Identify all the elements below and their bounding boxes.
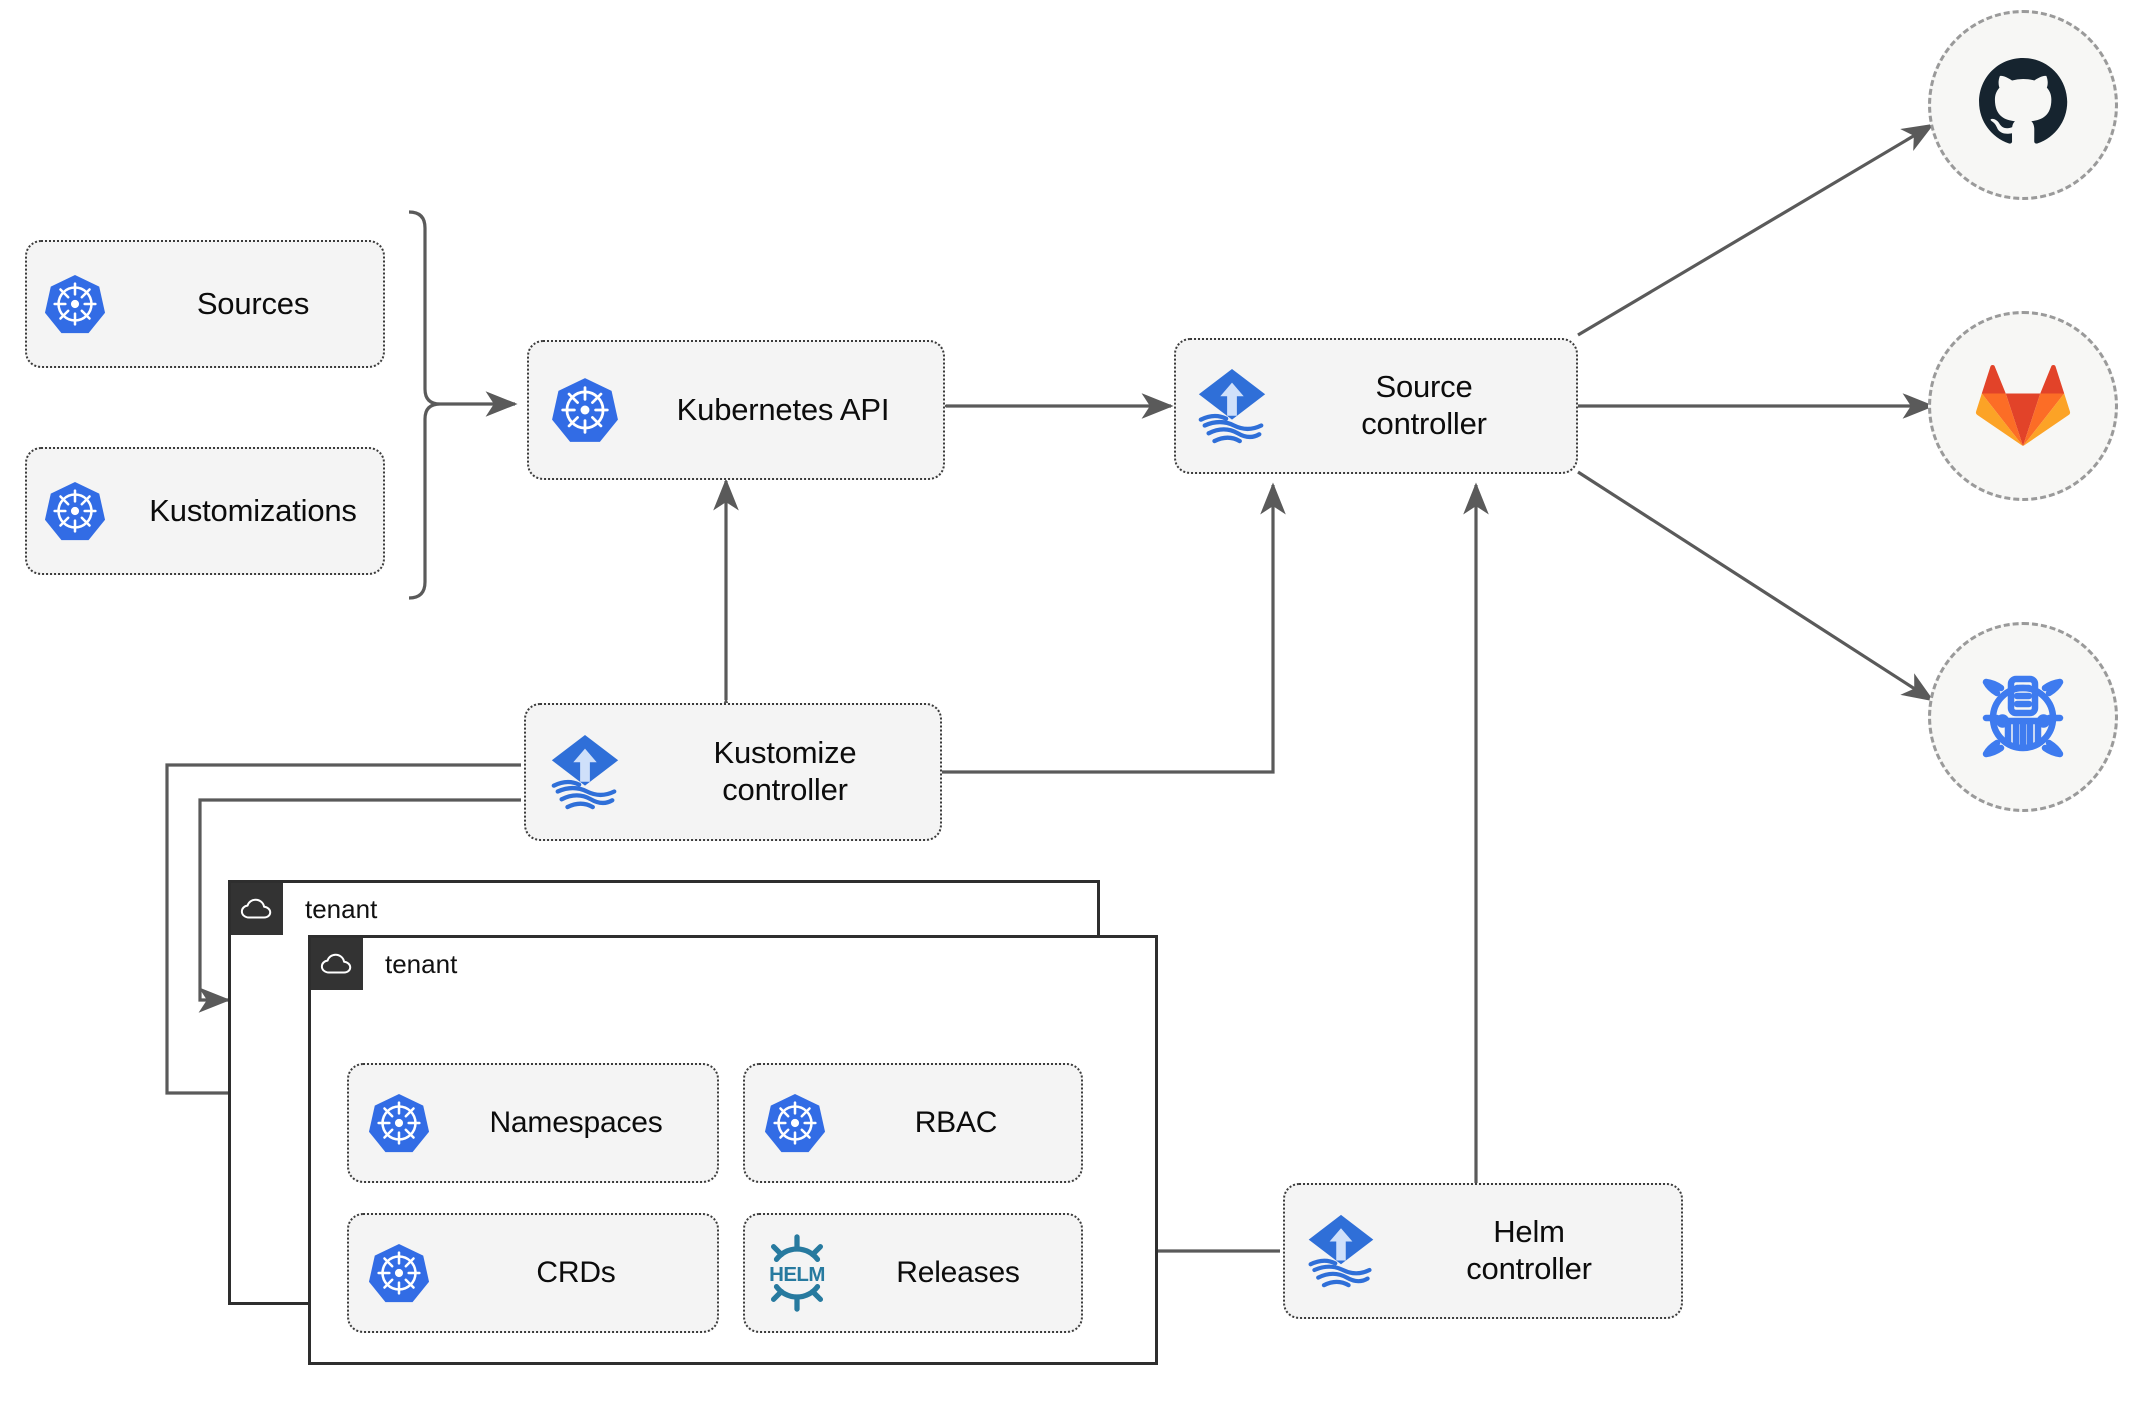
node-crds-label: CRDs [536, 1256, 616, 1290]
tenant-title-bar: tenant [311, 938, 457, 990]
brace-sources-kustomizations [408, 210, 441, 600]
node-releases-label: Releases [896, 1256, 1020, 1290]
tenant-name-back: tenant [305, 893, 378, 924]
svg-text:HELM: HELM [769, 1263, 825, 1286]
edge-source-controller-to-github [1577, 123, 1935, 337]
node-kustomize-controller-label: Kustomize controller [713, 735, 857, 807]
kubernetes-icon [27, 479, 123, 543]
node-helm-controller-label: Helm controller [1466, 1214, 1592, 1286]
node-namespaces[interactable]: Namespaces [347, 1063, 719, 1183]
node-kustomize-controller[interactable]: Kustomize controller [524, 703, 942, 841]
node-rbac-label: RBAC [914, 1106, 998, 1140]
node-helm-controller[interactable]: Helm controller [1283, 1183, 1683, 1319]
flux-icon [1285, 1211, 1397, 1291]
kubernetes-icon [745, 1091, 845, 1155]
edge-source-controller-to-bucket [1577, 470, 1935, 702]
flux-icon [1176, 365, 1288, 447]
provider-bucket[interactable] [1928, 622, 2118, 812]
node-sources-label: Sources [196, 285, 310, 321]
kubernetes-icon [529, 375, 641, 445]
kubernetes-icon [349, 1241, 449, 1305]
kubernetes-icon [27, 272, 123, 336]
node-kubernetes-api-label: Kubernetes API [676, 391, 890, 427]
node-kustomizations-label: Kustomizations [149, 492, 357, 528]
gitlab-icon [1975, 358, 2071, 455]
node-sources[interactable]: Sources [25, 240, 385, 368]
node-releases[interactable]: HELM Releases [743, 1213, 1083, 1333]
kubernetes-icon [349, 1091, 449, 1155]
node-source-controller[interactable]: Source controller [1174, 338, 1578, 474]
github-icon [1976, 56, 2070, 155]
node-kubernetes-api[interactable]: Kubernetes API [527, 340, 945, 480]
cloud-icon [231, 883, 283, 935]
node-crds[interactable]: CRDs [347, 1213, 719, 1333]
tenant-container-front[interactable]: tenant [308, 935, 1158, 1365]
provider-gitlab[interactable] [1928, 311, 2118, 501]
cloud-icon [311, 938, 363, 990]
bucket-icon [1973, 665, 2073, 770]
node-kustomizations[interactable]: Kustomizations [25, 447, 385, 575]
node-rbac[interactable]: RBAC [743, 1063, 1083, 1183]
flux-icon [526, 731, 644, 813]
tenant-name-front: tenant [385, 948, 458, 979]
node-source-controller-label: Source controller [1361, 369, 1487, 441]
edge-kustomize-controller-to-source-controller [942, 482, 1286, 774]
helm-icon: HELM [745, 1234, 849, 1312]
provider-github[interactable] [1928, 10, 2118, 200]
tenant-title-bar: tenant [231, 883, 377, 935]
node-namespaces-label: Namespaces [489, 1106, 663, 1140]
